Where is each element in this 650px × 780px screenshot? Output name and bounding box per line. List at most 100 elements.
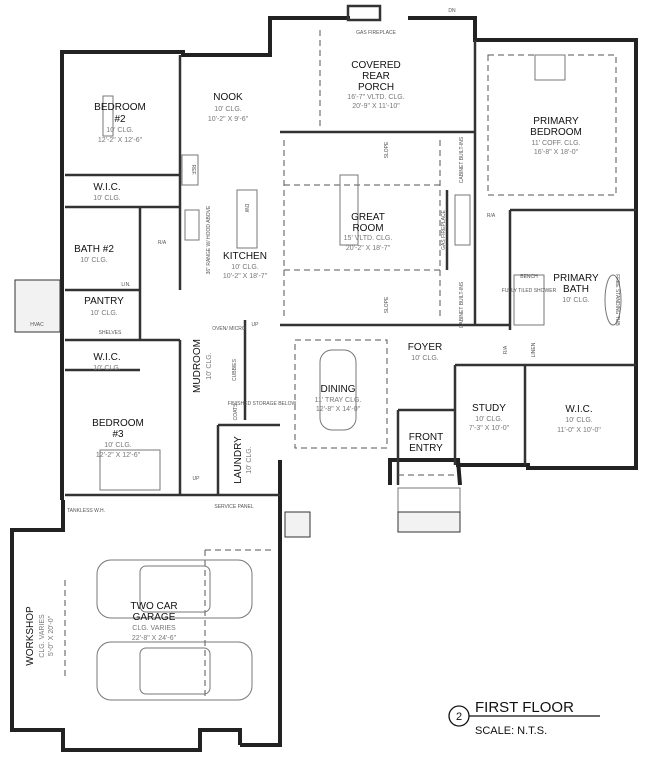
note: GAS FIREPLACE: [441, 209, 447, 249]
ceiling-note: 10' CLG.: [214, 106, 241, 113]
room-name: COVERED: [351, 60, 400, 71]
shower: [513, 274, 545, 326]
note: DN: [448, 8, 456, 14]
room-name: MUDROOM: [192, 339, 203, 393]
note: TANKLESS W.H.: [67, 508, 105, 514]
shelves-note: SHELVES: [99, 330, 122, 336]
note: SLOPE: [384, 141, 390, 158]
label-nook: NOOK 10' CLG. 10'-2" X 9'-6": [208, 92, 249, 123]
label-garage: TWO CAR GARAGE CLG. VARIES 22'-8" X 24'-…: [130, 601, 177, 642]
label-wic-3: W.I.C. 10' CLG. 11'-0" X 10'-0": [557, 404, 601, 434]
note: R/A: [158, 240, 167, 246]
dresser: [102, 95, 114, 137]
label-wic-1: W.I.C. 10' CLG.: [93, 182, 120, 202]
room-name: ROOM: [352, 223, 383, 234]
bed3: [99, 449, 161, 491]
range: [184, 209, 200, 241]
ceiling-note: 16'-7" VLTD. CLG.: [347, 94, 404, 101]
service-pad: [284, 511, 311, 538]
label-porch: COVERED REAR PORCH 16'-7" VLTD. CLG. 20'…: [347, 60, 404, 110]
note: DW: [243, 204, 249, 213]
label-primary-bath: PRIMARY BATH 10' CLG.: [553, 273, 599, 304]
room-name: BATH: [563, 284, 589, 295]
label-bedroom-3: BEDROOM #3 10' CLG. 12'-2" X 12'-6": [92, 418, 144, 459]
porch-fireplace: [346, 4, 382, 22]
room-name: STUDY: [472, 403, 506, 414]
note: LINEN: [531, 342, 537, 357]
room-name: PANTRY: [84, 296, 124, 307]
room-name: BEDROOM: [530, 127, 582, 138]
room-name: PORCH: [358, 82, 394, 93]
sofa: [339, 174, 359, 246]
note: FULLY TILED SHOWER: [502, 288, 557, 294]
room-name: LAUNDRY: [233, 436, 244, 484]
label-bedroom-2: BEDROOM #2 10' CLG. 12'-2" X 12'-6": [94, 102, 146, 144]
ceiling-note: 10' CLG.: [475, 416, 502, 423]
room-name: W.I.C.: [565, 404, 592, 415]
note: CABINET BUILT-INS: [459, 281, 465, 328]
note: CABINET BUILT-INS: [459, 136, 465, 183]
drawing-scale: SCALE: N.T.S.: [475, 725, 547, 737]
room-size: 10'-2" X 18'-7": [223, 273, 268, 280]
room-name: ENTRY: [409, 443, 443, 454]
exterior-walls: [10, 16, 638, 752]
ceiling-note: 10' CLG.: [106, 127, 133, 134]
ceiling-note: 10' CLG.: [246, 446, 253, 473]
label-pantry: PANTRY 10' CLG. SHELVES: [84, 296, 124, 336]
label-laundry: LAUNDRY 10' CLG.: [233, 436, 253, 484]
room-size: 10'-2" X 9'-6": [208, 116, 249, 123]
car-top: [96, 559, 253, 619]
room-size: 11'-0" X 10'-0": [557, 427, 601, 434]
room-name: GARAGE: [133, 612, 176, 623]
dining-table: [319, 349, 357, 431]
label-kitchen: KITCHEN 10' CLG. 10'-2" X 18'-7": [223, 251, 268, 280]
room-size: 20'-9" X 11'-10": [352, 103, 400, 110]
note: OVEN/ MICRO: [212, 326, 246, 332]
room-size: 5'-0" X 20'-0": [48, 615, 55, 656]
drawing-name: FIRST FLOOR: [475, 699, 574, 716]
fixtures: [14, 54, 622, 701]
ceiling-note: 10' CLG.: [565, 417, 592, 424]
note: LIN.: [121, 282, 130, 288]
label-mudroom: MUDROOM 10' CLG.: [192, 339, 213, 393]
ceiling-note: 10' CLG.: [231, 264, 258, 271]
note: GAS FIREPLACE: [356, 30, 396, 36]
room-name: NOOK: [213, 92, 243, 103]
room-name: DINING: [321, 384, 356, 395]
drawing-title: 2 FIRST FLOOR SCALE: N.T.S.: [448, 699, 600, 737]
label-dining: DINING 11' TRAY CLG. 12'-8" X 14'-0": [315, 384, 362, 413]
room-name: REAR: [362, 71, 390, 82]
ceiling-note: CLG. VARIES: [132, 625, 176, 632]
note: CUBBIES: [232, 358, 238, 381]
room-size: 22'-8" X 24'-6": [132, 635, 177, 642]
room-name: BEDROOM: [94, 102, 146, 113]
entry-pad: [397, 511, 461, 533]
room-name: W.I.C.: [93, 352, 120, 363]
note: COATS: [233, 403, 239, 421]
car-bottom: [96, 641, 253, 701]
note: R/A: [503, 345, 509, 354]
room-name: FRONT: [409, 432, 443, 443]
ceiling-note: 10' CLG.: [93, 365, 120, 372]
room-name: BATH #2: [74, 244, 114, 255]
notes: GAS FIREPLACE GAS FIREPLACE SLOPE SLOPE …: [30, 8, 620, 514]
label-bath-2: BATH #2 10' CLG.: [74, 244, 114, 264]
ceiling-note: 15' VLTD. CLG.: [344, 235, 393, 242]
ceiling-note: 10' CLG.: [90, 310, 117, 317]
note: 36" RANGE W/ HOOD ABOVE: [206, 205, 212, 274]
note: FREE STANDING TUB: [614, 274, 620, 326]
note: FINISHED STORAGE BELOW: [228, 401, 297, 407]
fireplace: [454, 194, 471, 246]
label-front-entry: FRONT ENTRY: [409, 432, 443, 454]
ceiling-note: 10' CLG.: [80, 257, 107, 264]
interior-walls: [65, 40, 636, 497]
note: SLOPE: [384, 296, 390, 313]
room-name: #3: [112, 429, 124, 440]
ceiling-note: 10' CLG.: [104, 442, 131, 449]
note: UP: [193, 476, 201, 482]
kitchen-island: [236, 189, 258, 249]
note: HVAC: [30, 322, 44, 328]
room-name: FOYER: [408, 342, 442, 353]
label-great-room: GREAT ROOM 15' VLTD. CLG. 20'-2" X 18'-7…: [344, 212, 393, 252]
